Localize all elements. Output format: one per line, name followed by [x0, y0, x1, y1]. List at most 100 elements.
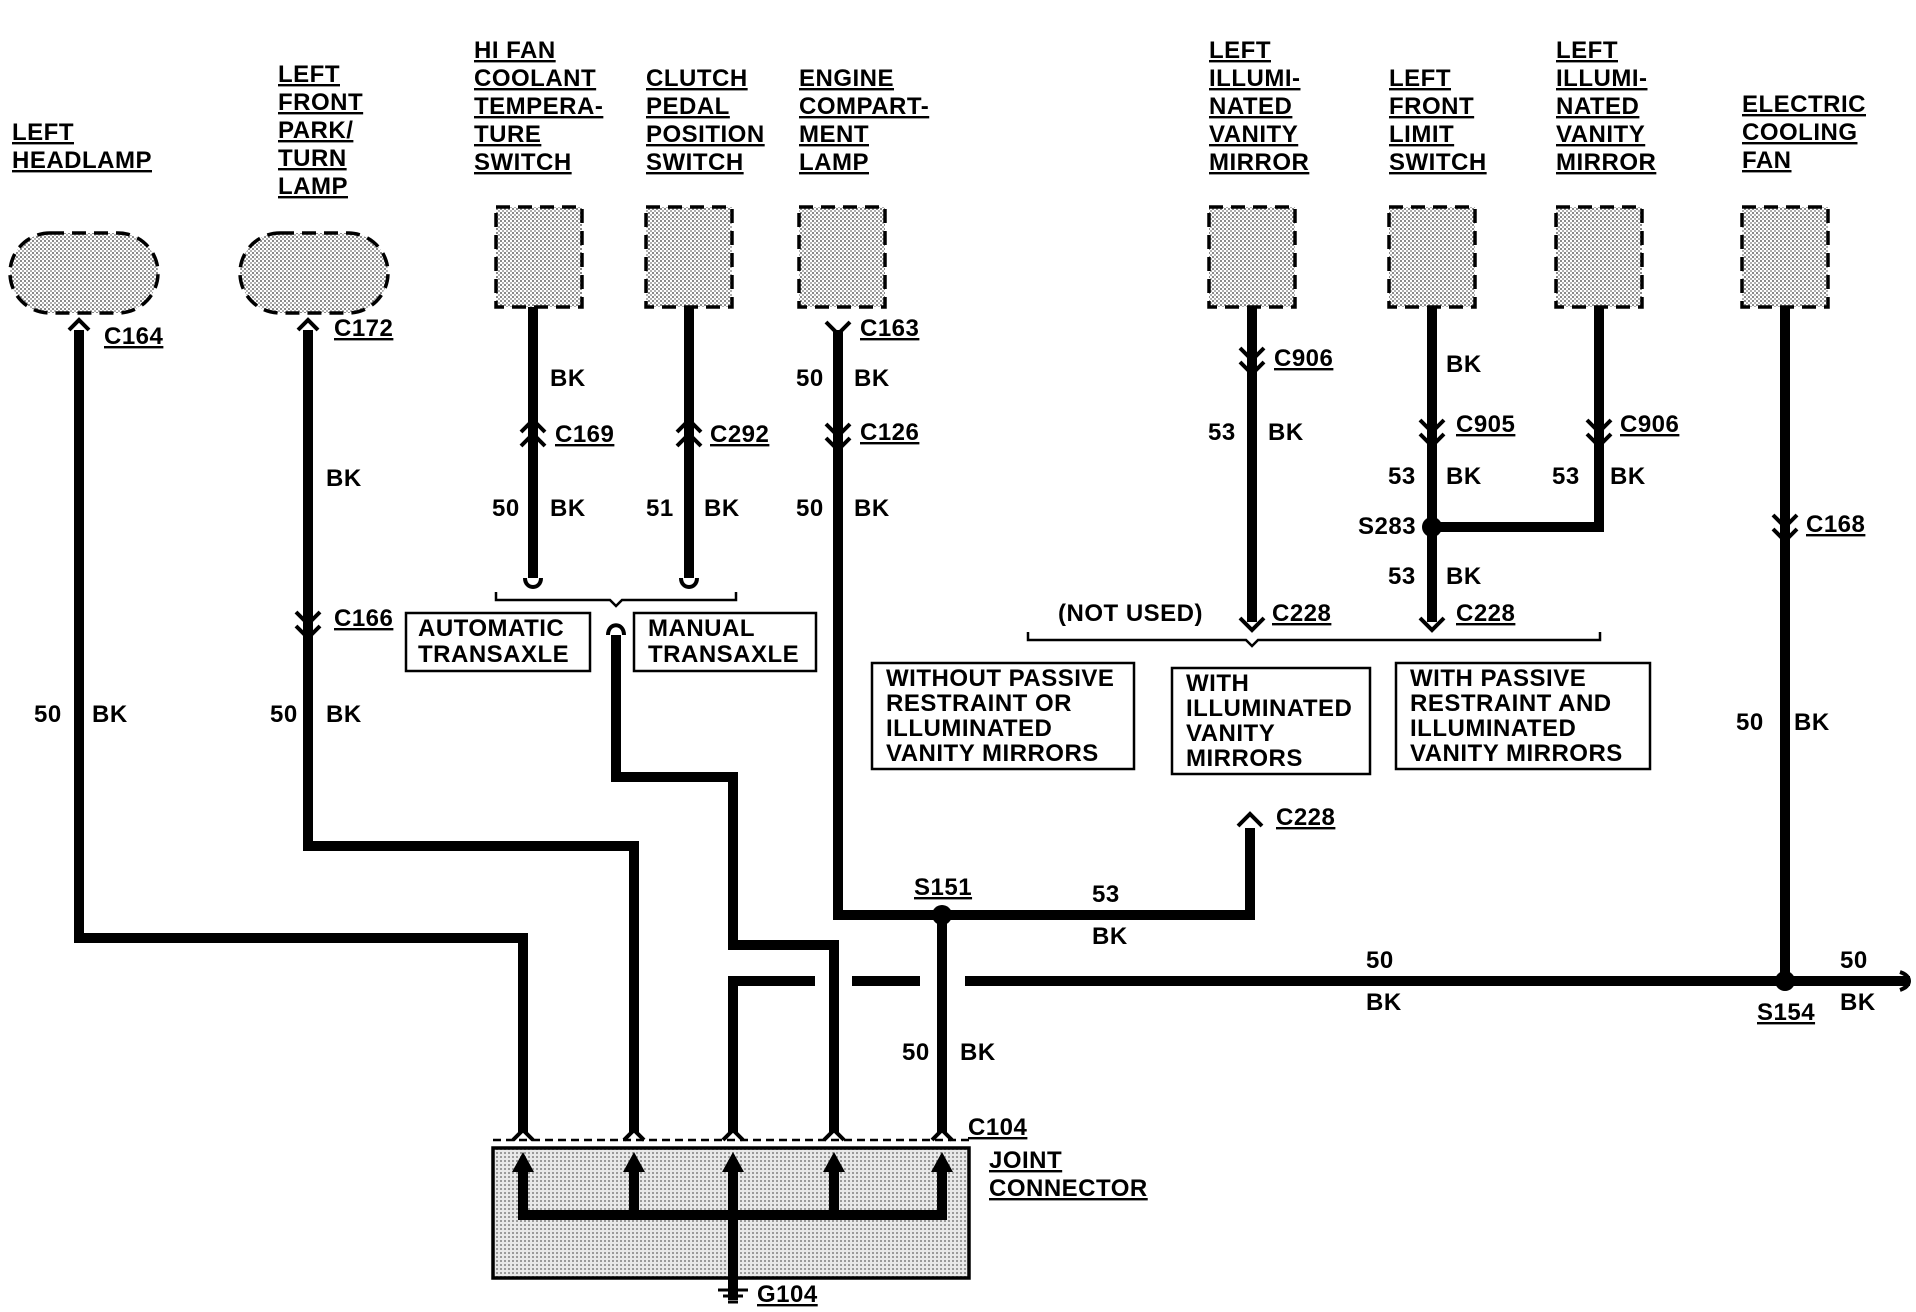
title-clutch-pedal-switch: CLUTCH PEDAL POSITION SWITCH — [646, 65, 765, 176]
note-with-passive-restraint: WITH PASSIVE RESTRAINT AND ILLUMINATED V… — [1394, 661, 1652, 771]
engine-compartment-lamp — [797, 205, 887, 309]
note-automatic-transaxle: AUTOMATIC TRANSAXLE — [404, 611, 592, 673]
svg-text:C169: C169 — [555, 421, 614, 448]
svg-text:C104: C104 — [968, 1114, 1028, 1141]
joint-connector — [491, 1127, 971, 1300]
svg-text:S154: S154 — [1757, 999, 1815, 1026]
wire-s154-branch — [728, 976, 815, 1132]
svg-text:JOINT: JOINT — [989, 1147, 1062, 1174]
svg-text:BK: BK — [92, 701, 128, 728]
svg-text:AUTOMATIC: AUTOMATIC — [418, 615, 564, 642]
svg-text:LEFT: LEFT — [12, 119, 74, 146]
svg-text:C228: C228 — [1456, 600, 1515, 627]
svg-text:MANUAL: MANUAL — [648, 615, 755, 642]
svg-text:C228: C228 — [1272, 600, 1331, 627]
svg-text:TEMPERA-: TEMPERA- — [474, 93, 603, 120]
svg-text:50: 50 — [902, 1039, 930, 1066]
ground-g104-icon — [718, 1288, 748, 1304]
svg-text:VANITY MIRRORS: VANITY MIRRORS — [1410, 740, 1623, 767]
svg-text:C166: C166 — [334, 605, 393, 632]
wire-engine-lamp — [833, 330, 1255, 920]
svg-text:LIMIT: LIMIT — [1389, 121, 1454, 148]
left-illuminated-vanity-mirror-2 — [1554, 205, 1644, 309]
left-illuminated-vanity-mirror-1 — [1207, 205, 1297, 309]
svg-text:BK: BK — [326, 465, 362, 492]
svg-text:WITHOUT PASSIVE: WITHOUT PASSIVE — [886, 665, 1114, 692]
title-left-vanity-mirror-1: LEFT ILLUMI- NATED VANITY MIRROR — [1209, 37, 1309, 176]
wire-park-turn-lamp — [303, 330, 639, 1132]
svg-text:BK: BK — [1840, 989, 1876, 1016]
svg-text:LEFT: LEFT — [278, 61, 340, 88]
svg-text:C906: C906 — [1620, 411, 1679, 438]
svg-text:C168: C168 — [1806, 511, 1865, 538]
wire-left-headlamp — [74, 330, 528, 1132]
svg-text:LEFT: LEFT — [1389, 65, 1451, 92]
svg-text:POSITION: POSITION — [646, 121, 765, 148]
braces — [494, 592, 1602, 648]
svg-text:ILLUMINATED: ILLUMINATED — [1410, 715, 1576, 742]
title-left-vanity-mirror-2: LEFT ILLUMI- NATED VANITY MIRROR — [1556, 37, 1656, 176]
svg-text:CONNECTOR: CONNECTOR — [989, 1175, 1148, 1202]
svg-text:LEFT: LEFT — [1556, 37, 1618, 64]
svg-text:50: 50 — [34, 701, 62, 728]
note-without-passive-restraint: WITHOUT PASSIVE RESTRAINT OR ILLUMINATED… — [870, 661, 1136, 771]
svg-text:53: 53 — [1552, 463, 1580, 490]
svg-text:ILLUMINATED: ILLUMINATED — [886, 715, 1052, 742]
wire-labels: 50 BK BK 50 BK BK 50 BK 51 BK 50 BK 50 B… — [34, 351, 1876, 1066]
svg-text:C228: C228 — [1276, 804, 1335, 831]
title-left-front-limit-switch: LEFT FRONT LIMIT SWITCH — [1389, 65, 1487, 176]
svg-text:50: 50 — [796, 495, 824, 522]
svg-text:VANITY: VANITY — [1186, 720, 1275, 747]
svg-text:50: 50 — [1840, 947, 1868, 974]
svg-text:C172: C172 — [334, 315, 393, 342]
svg-text:TRANSAXLE: TRANSAXLE — [418, 641, 569, 668]
left-front-park-turn-lamp — [238, 231, 390, 315]
svg-text:WITH PASSIVE: WITH PASSIVE — [1410, 665, 1586, 692]
svg-text:BK: BK — [704, 495, 740, 522]
svg-text:LAMP: LAMP — [278, 173, 348, 200]
electric-cooling-fan — [1740, 205, 1830, 309]
svg-text:50: 50 — [796, 365, 824, 392]
svg-text:BK: BK — [550, 365, 586, 392]
svg-text:VANITY MIRRORS: VANITY MIRRORS — [886, 740, 1099, 767]
svg-text:BK: BK — [1446, 563, 1482, 590]
svg-text:50: 50 — [492, 495, 520, 522]
svg-text:BK: BK — [1092, 923, 1128, 950]
svg-text:BK: BK — [1794, 709, 1830, 736]
svg-text:50: 50 — [270, 701, 298, 728]
splice-s151 — [932, 905, 952, 925]
svg-text:FRONT: FRONT — [1389, 93, 1474, 120]
svg-text:BK: BK — [854, 365, 890, 392]
svg-text:RESTRAINT AND: RESTRAINT AND — [1410, 690, 1612, 717]
svg-text:C164: C164 — [104, 323, 164, 350]
svg-text:COMPART-: COMPART- — [799, 93, 929, 120]
svg-text:NATED: NATED — [1209, 93, 1292, 120]
svg-text:MIRROR: MIRROR — [1209, 149, 1309, 176]
svg-text:VANITY: VANITY — [1209, 121, 1298, 148]
svg-text:C163: C163 — [860, 315, 919, 342]
svg-text:C292: C292 — [710, 421, 769, 448]
svg-text:ILLUMI-: ILLUMI- — [1556, 65, 1647, 92]
svg-text:MIRROR: MIRROR — [1556, 149, 1656, 176]
svg-text:BK: BK — [1366, 989, 1402, 1016]
svg-text:51: 51 — [646, 495, 674, 522]
svg-text:COOLANT: COOLANT — [474, 65, 596, 92]
svg-text:S151: S151 — [914, 874, 972, 901]
svg-text:COOLING: COOLING — [1742, 119, 1858, 146]
svg-text:G104: G104 — [757, 1281, 818, 1308]
svg-text:SWITCH: SWITCH — [1389, 149, 1487, 176]
wire-transaxle — [611, 635, 839, 1132]
svg-text:FAN: FAN — [1742, 147, 1792, 174]
svg-text:C906: C906 — [1274, 345, 1333, 372]
left-headlamp — [8, 231, 160, 315]
note-with-illuminated-mirrors: WITH ILLUMINATED VANITY MIRRORS — [1170, 666, 1372, 776]
splice-s283 — [1422, 517, 1442, 537]
svg-text:BK: BK — [326, 701, 362, 728]
svg-text:BK: BK — [960, 1039, 996, 1066]
svg-text:SWITCH: SWITCH — [474, 149, 572, 176]
svg-text:50: 50 — [1736, 709, 1764, 736]
svg-text:BK: BK — [1446, 463, 1482, 490]
svg-text:BK: BK — [1446, 351, 1482, 378]
svg-text:BK: BK — [550, 495, 586, 522]
svg-text:LAMP: LAMP — [799, 149, 869, 176]
